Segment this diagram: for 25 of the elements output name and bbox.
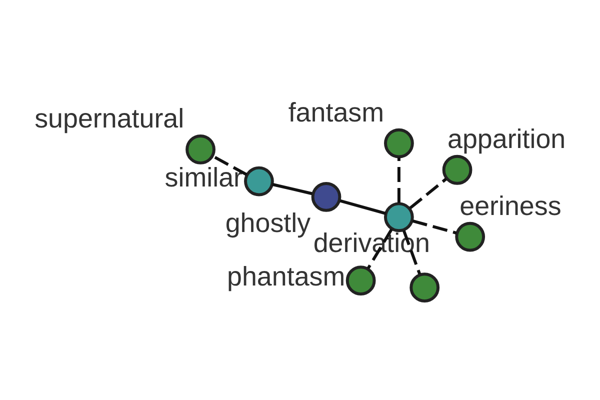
node-circle — [244, 166, 274, 196]
node-label: ghostly — [224, 207, 310, 238]
node-label: apparition — [447, 124, 566, 154]
connector — [339, 198, 386, 214]
connector — [402, 230, 421, 274]
node-circle — [310, 181, 341, 212]
connector — [212, 154, 247, 176]
connector — [412, 218, 456, 234]
node-label: eeriness — [459, 190, 561, 220]
node-circle — [409, 272, 440, 302]
node-circle — [345, 265, 376, 296]
node-circle — [454, 221, 485, 252]
node-label: derivation — [312, 228, 430, 258]
node-label: supernatural — [34, 103, 184, 134]
connector — [271, 182, 312, 195]
connector — [366, 228, 392, 269]
node-circle — [185, 134, 215, 164]
node-circle — [383, 202, 414, 232]
node-label: similar — [164, 162, 242, 192]
node-circle — [384, 128, 414, 158]
connector — [396, 157, 400, 202]
node-circle — [442, 154, 472, 184]
node-label: fantasm — [288, 96, 384, 127]
connector — [408, 177, 446, 209]
node-label: phantasm — [226, 261, 345, 292]
